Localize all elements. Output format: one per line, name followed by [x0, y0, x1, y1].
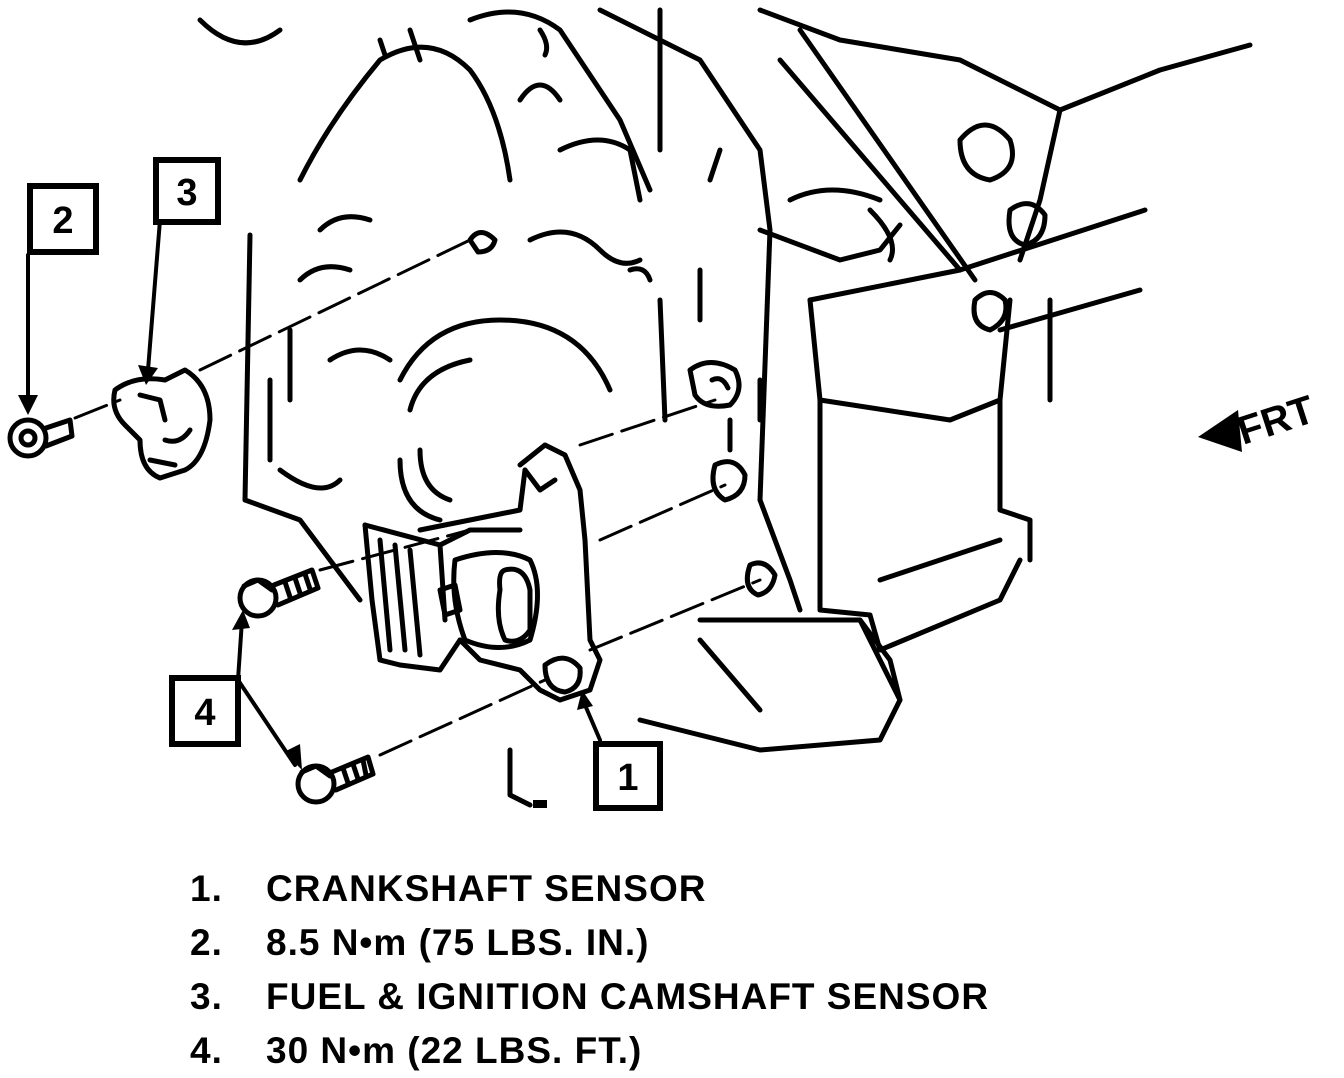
engine-diagram: 2 3 4 1 FRT — [7, 7, 1320, 811]
callout-2-label: 2 — [52, 200, 73, 242]
callout-4: 4 — [169, 675, 241, 747]
reference-mark — [507, 747, 533, 808]
front-label: FRT — [1232, 388, 1320, 454]
legend-item: 2. 8.5 N•m (75 LBS. IN.) — [190, 916, 989, 970]
alignment-lines — [73, 238, 762, 757]
legend-item-number: 2. — [190, 922, 223, 963]
arrowheads — [18, 365, 593, 808]
legend-item-text: 8.5 N•m (75 LBS. IN.) — [266, 922, 650, 963]
legend-item-text: CRANKSHAFT SENSOR — [266, 868, 707, 909]
callout-1: 1 — [593, 741, 663, 811]
callout-1-label: 1 — [617, 757, 638, 799]
legend-item-number: 4. — [190, 1030, 223, 1071]
crankshaft-sensor — [362, 442, 603, 703]
callout-leaders — [26, 218, 602, 767]
callout-4-label: 4 — [194, 692, 215, 734]
callout-3: 3 — [153, 157, 221, 225]
front-direction-marker: FRT — [1198, 388, 1320, 454]
legend-item: 1. CRANKSHAFT SENSOR — [190, 862, 989, 916]
callout-2: 2 — [27, 183, 99, 255]
bracket-bolt-lower — [295, 754, 376, 805]
legend-item: 3. FUEL & IGNITION CAMSHAFT SENSOR — [190, 970, 989, 1024]
camshaft-sensor — [111, 367, 213, 481]
sensor-bolt-small — [7, 417, 75, 459]
legend-item-number: 3. — [190, 976, 223, 1017]
front-arrow-icon — [1198, 410, 1242, 452]
callout-3-label: 3 — [176, 172, 197, 214]
engine-block — [197, 7, 1253, 753]
legend-item: 4. 30 N•m (22 LBS. FT.) — [190, 1024, 989, 1078]
legend-item-text: 30 N•m (22 LBS. FT.) — [266, 1030, 643, 1071]
legend-item-number: 1. — [190, 868, 223, 909]
bracket-bolt-upper — [237, 567, 321, 619]
legend-item-text: FUEL & IGNITION CAMSHAFT SENSOR — [266, 976, 990, 1017]
parts-legend: 1. CRANKSHAFT SENSOR 2. 8.5 N•m (75 LBS.… — [190, 862, 989, 1078]
